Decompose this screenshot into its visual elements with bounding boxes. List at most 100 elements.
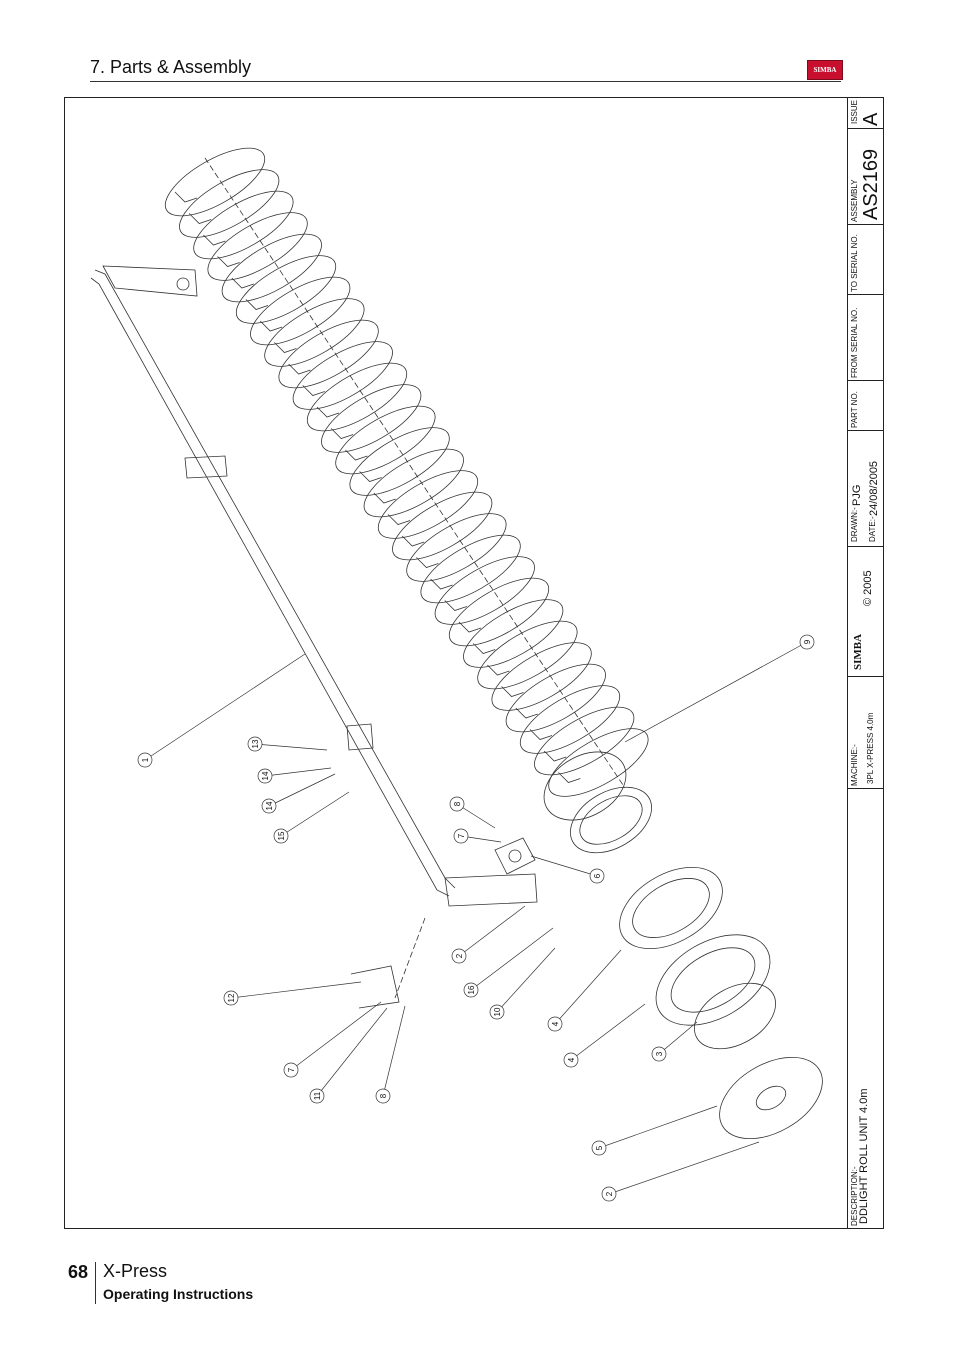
roll-tine [174, 191, 198, 203]
roll-tine [501, 686, 524, 697]
callout-leader [570, 1003, 646, 1061]
roll-ring [292, 341, 393, 410]
beam-bracket-2 [346, 723, 374, 751]
roll-ring [406, 513, 507, 582]
beam-end-plate [102, 265, 198, 297]
disc-flange-inner [632, 878, 710, 938]
manual-subtitle: Operating Instructions [103, 1286, 254, 1302]
roll-ring [278, 319, 379, 389]
frame-beam [94, 269, 456, 889]
callout-bubble [589, 868, 605, 884]
roll-ring [448, 577, 550, 647]
callout-number: 7 [287, 1067, 296, 1072]
header-divider [90, 81, 841, 82]
roll-ring [221, 233, 322, 303]
callout-leader [144, 653, 306, 761]
footer-divider [95, 1262, 96, 1304]
callout-bubble [273, 828, 289, 844]
callout-number: 2 [605, 1191, 614, 1196]
roll-tine [274, 342, 297, 353]
callout-bubble [375, 1088, 391, 1104]
callout-bubble [247, 736, 263, 752]
description-value: DDLIGHT ROLL UNIT 4.0m [858, 1088, 870, 1225]
roll-tine [444, 600, 467, 611]
callout-number: 8 [379, 1093, 388, 1098]
issue-label: ISSUE [850, 99, 859, 124]
roll-ring [306, 362, 408, 432]
roll-tine [430, 578, 453, 590]
callout-bubble [601, 1186, 617, 1202]
roll-tine [245, 299, 269, 310]
beam-end-bracket [444, 873, 538, 907]
callout-number: 15 [277, 831, 286, 840]
roll-tine [487, 664, 510, 676]
callout-leader [496, 947, 556, 1013]
roll-ring [434, 556, 535, 625]
callout-number: 6 [593, 873, 602, 878]
callout-bubble [283, 1062, 299, 1078]
date-value: 24/08/2005 [868, 460, 880, 516]
disc-flange [619, 866, 723, 950]
callout-bubble [137, 752, 153, 768]
drawn-cell: DRAWN:- PJG DATE:- 24/08/2005 [848, 430, 884, 547]
ring-3 [694, 982, 776, 1050]
roll-tine [203, 234, 226, 246]
callout-number: 4 [567, 1057, 576, 1062]
callout-bubble [651, 1046, 667, 1062]
callout-number: 8 [453, 801, 462, 806]
callout-number: 9 [803, 639, 812, 644]
callout-leader [280, 791, 350, 837]
disc-flange-2 [655, 934, 771, 1026]
roll-tine [558, 772, 581, 783]
callout-number: 1 [141, 757, 150, 762]
callout-number: 11 [313, 1091, 322, 1100]
callout-leader [316, 1007, 388, 1097]
roll-ring [392, 491, 493, 561]
bracket-axis [394, 917, 426, 999]
roll-tine [330, 428, 354, 439]
callout-bubble [591, 1140, 607, 1156]
roll-tine [188, 213, 212, 224]
frame-beam-lower [90, 277, 450, 897]
part-no-cell: PART NO. [848, 380, 884, 431]
brand-logo: SIMBA [807, 60, 843, 80]
callout-bubble [451, 948, 467, 964]
callout-number: 12 [227, 993, 236, 1002]
roll-tine [288, 363, 311, 375]
copyright: © 2005 [862, 570, 874, 606]
product-name: X-Press [103, 1261, 168, 1281]
date-label: DATE:- [868, 516, 877, 542]
disc-flange-2-inner [670, 947, 756, 1013]
callout-leader [230, 981, 362, 999]
bearing-housing [494, 837, 536, 875]
callout-leader [470, 927, 554, 991]
callout-bubble [309, 1088, 325, 1104]
roll-rings [164, 147, 649, 797]
roll-ring [235, 255, 337, 324]
callout-leader [608, 1141, 760, 1195]
drawn-by: PJG [851, 484, 863, 506]
callout-leader [624, 641, 808, 743]
callout-leader [382, 1005, 406, 1097]
callout-number: 7 [457, 833, 466, 838]
roll-tine [302, 385, 325, 396]
callout-bubble [463, 982, 479, 998]
from-serial-cell: FROM SERIAL NO. [848, 294, 884, 381]
issue-cell: ISSUE A [848, 98, 884, 129]
roll-ring [349, 427, 450, 496]
roll-tine [472, 643, 496, 654]
roll-tine [458, 621, 482, 633]
callout-leader [264, 767, 332, 777]
ring-seal-inner [579, 795, 643, 845]
description-cell: DESCRIPTION:- DDLIGHT ROLL UNIT 4.0m [848, 788, 884, 1228]
roll-tine [345, 449, 368, 461]
bearing-bore [508, 849, 522, 863]
roll-ring [335, 405, 436, 475]
from-serial-label: FROM SERIAL NO. [850, 307, 859, 378]
roll-tine [217, 256, 240, 267]
title-block: ISSUE A ASSEMBLY AS2169 TO SERIAL NO. FR… [847, 98, 884, 1228]
end-plate [719, 1056, 823, 1140]
callout-number: 3 [655, 1051, 664, 1056]
callout-leader [458, 905, 526, 957]
roll-ring [420, 534, 521, 604]
